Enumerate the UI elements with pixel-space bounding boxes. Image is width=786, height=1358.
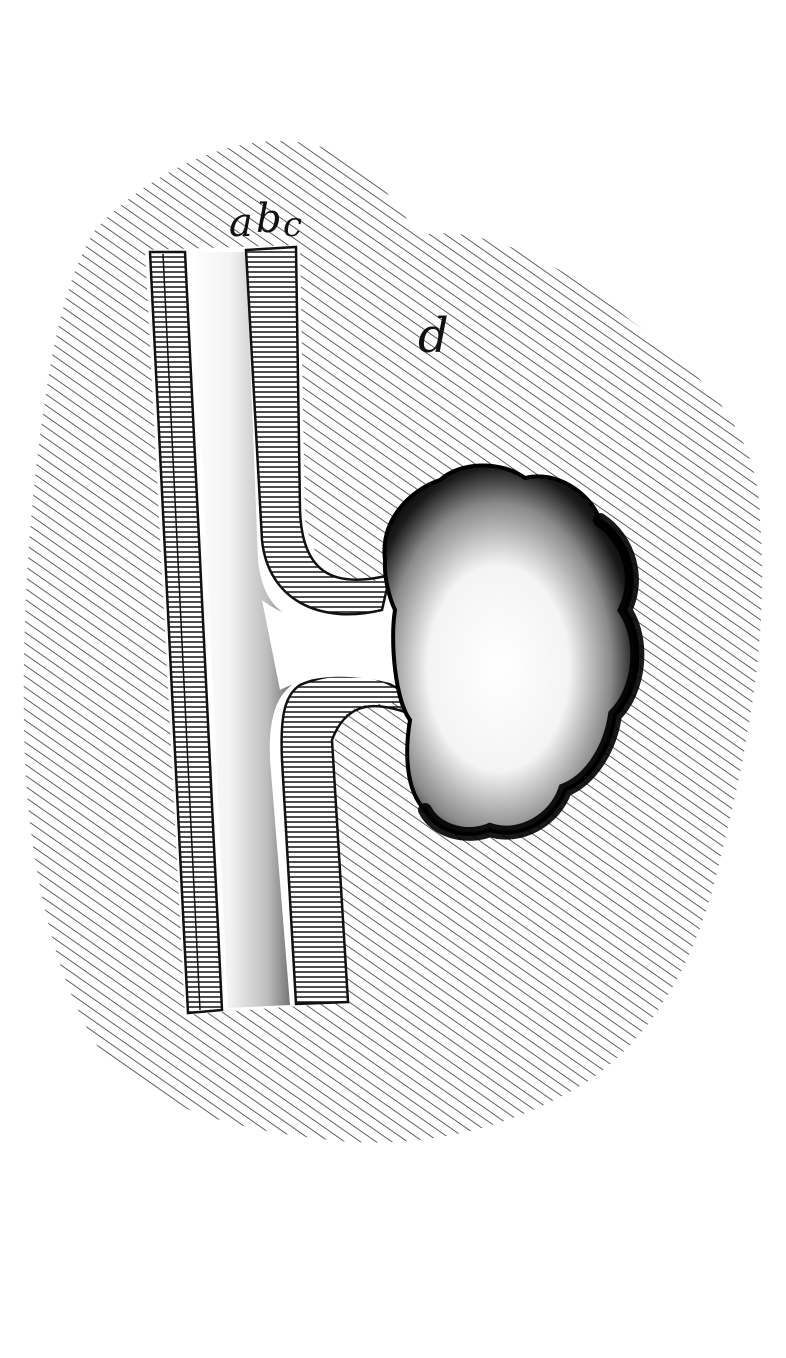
branch-lumen xyxy=(262,600,415,690)
label-a: a xyxy=(229,200,253,246)
sac-rim-shadow xyxy=(418,513,645,841)
vessel-wall-left xyxy=(148,250,224,1015)
main-vessel-lumen xyxy=(192,252,300,1008)
wall-line xyxy=(162,253,201,1011)
label-d: d xyxy=(418,308,449,364)
label-b: b xyxy=(256,196,282,242)
vessel-wall-right-upper xyxy=(244,245,392,616)
label-c: c xyxy=(283,205,302,245)
